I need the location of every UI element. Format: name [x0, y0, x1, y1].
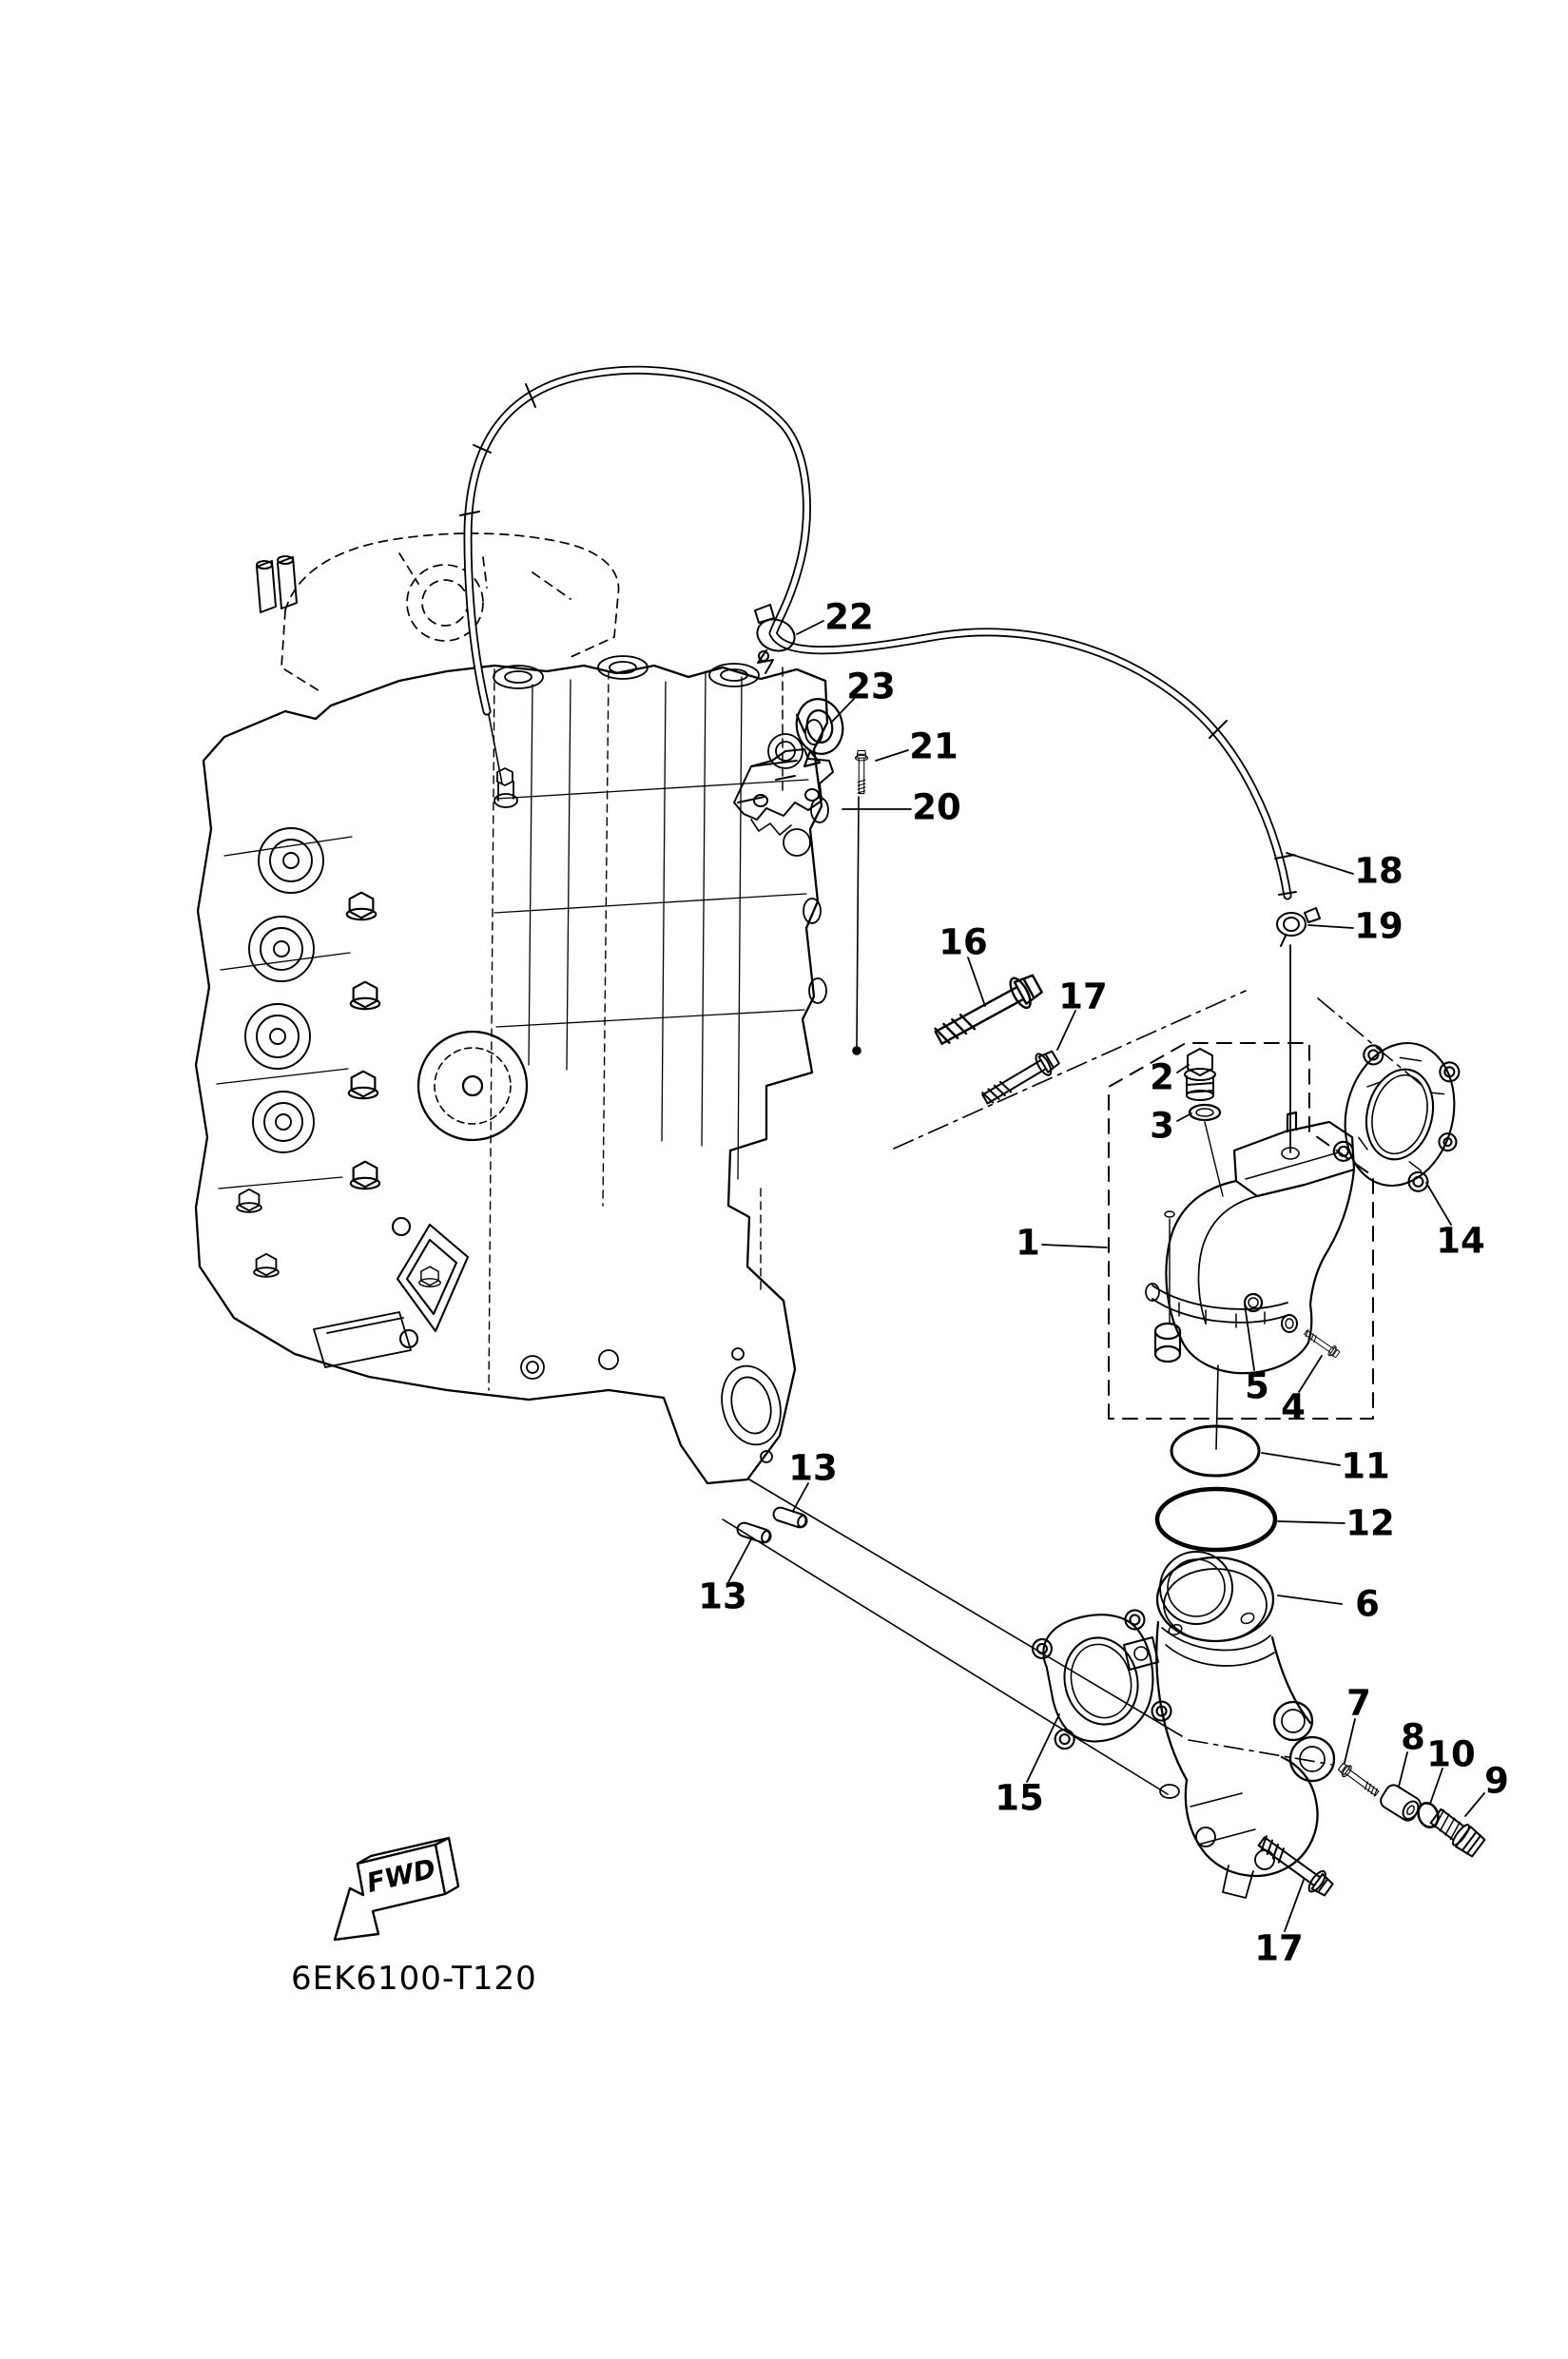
- callout-label-18: 18: [1354, 851, 1403, 892]
- callout-label-17: 17: [1058, 976, 1108, 1017]
- exhaust-port: [391, 1216, 470, 1349]
- callout-label-21: 21: [909, 726, 958, 767]
- callout-label-22: 22: [824, 597, 874, 638]
- anode-plug-2: [1184, 1048, 1216, 1101]
- o-ring-12: [1154, 1486, 1278, 1553]
- callout-leader-16: [967, 957, 986, 1007]
- washer-5: [1281, 1314, 1298, 1333]
- dowel-pin-13-upper: [770, 1504, 810, 1531]
- callout-label-13: 13: [698, 1576, 747, 1617]
- callout-leader-17: [1056, 1010, 1076, 1051]
- callout-label-16: 16: [939, 922, 988, 963]
- callout-label-11: 11: [1341, 1446, 1390, 1487]
- gasket-15: [1031, 1609, 1172, 1750]
- callout-label-6: 6: [1355, 1584, 1380, 1625]
- callout-label-2: 2: [1150, 1057, 1174, 1098]
- callout-label-20: 20: [912, 787, 961, 828]
- callout-label-12: 12: [1345, 1503, 1395, 1544]
- callout-leader-11: [1261, 1452, 1341, 1466]
- o-ring-11: [1170, 1424, 1261, 1478]
- callout-label-15: 15: [995, 1778, 1044, 1819]
- callout-leader-3: [1176, 1112, 1192, 1122]
- hose-fitting: [494, 767, 518, 808]
- engine-ghost-block: [256, 555, 298, 613]
- callout-leader-12: [1277, 1520, 1345, 1524]
- bolt-7: [1336, 1760, 1382, 1800]
- callout-leader-23: [830, 698, 855, 724]
- bolt-17-lower: [1253, 1830, 1337, 1901]
- callout-label-1: 1: [1016, 1223, 1040, 1264]
- callout-leader-2: [1176, 1064, 1190, 1073]
- grommet-23: [795, 698, 844, 768]
- callout-leader-19: [1307, 924, 1354, 929]
- bolt-16: [929, 968, 1047, 1054]
- callout-leader-21: [875, 749, 909, 762]
- hose-18: [459, 365, 1297, 900]
- callout-leader-14: [1425, 1182, 1452, 1226]
- o-ring-10: [1417, 1802, 1440, 1828]
- callout-leader-7: [1344, 1718, 1356, 1764]
- fwd-arrow: FWD: [333, 1836, 460, 1942]
- hose-clamp-19: [1276, 907, 1321, 947]
- callout-label-14: 14: [1436, 1221, 1485, 1262]
- muffler-6: [1123, 1551, 1336, 1899]
- dowel-pin-13-lower: [734, 1519, 774, 1546]
- callout-leader-6: [1277, 1595, 1343, 1605]
- callout-leader-18: [1286, 852, 1354, 875]
- callout-leader-1: [1041, 1244, 1108, 1248]
- callout-leader-9: [1464, 1792, 1485, 1817]
- callout-leader-10: [1429, 1768, 1443, 1805]
- engine-block: [194, 655, 829, 1485]
- gasket-14: [1332, 1041, 1461, 1192]
- callout-label-4: 4: [1281, 1387, 1306, 1428]
- callout-label-9: 9: [1484, 1761, 1509, 1802]
- callout-leader-15: [1026, 1713, 1060, 1783]
- callout-leader-4: [1298, 1355, 1323, 1393]
- callout-label-10: 10: [1426, 1734, 1476, 1775]
- collar-8: [1380, 1784, 1422, 1822]
- callout-leader-17: [1284, 1879, 1305, 1932]
- callout-leader-8: [1398, 1751, 1408, 1788]
- callout-leader-13: [727, 1537, 753, 1583]
- callout-label-19: 19: [1354, 906, 1403, 947]
- part-code: 6EK6100-T120: [291, 1960, 537, 1998]
- callout-label-13: 13: [788, 1448, 838, 1489]
- bolt-21: [854, 749, 869, 795]
- callout-label-7: 7: [1346, 1683, 1371, 1724]
- detail-box: [1108, 1042, 1374, 1420]
- manifold-1: [1145, 1111, 1356, 1375]
- callout-leader-5: [1244, 1304, 1255, 1371]
- callout-leader-22: [796, 620, 824, 635]
- washer-3: [1188, 1103, 1222, 1122]
- hose-clamp-22: [754, 604, 796, 674]
- callout-label-23: 23: [846, 667, 896, 707]
- callout-label-5: 5: [1245, 1366, 1269, 1407]
- callout-leader-13: [792, 1482, 809, 1512]
- callout-label-8: 8: [1401, 1717, 1425, 1758]
- plug-9: [1429, 1808, 1486, 1858]
- callout-label-17: 17: [1254, 1928, 1304, 1969]
- callout-label-3: 3: [1150, 1106, 1174, 1147]
- alignment-lines: [488, 667, 1423, 1795]
- bracket-20: [733, 748, 834, 836]
